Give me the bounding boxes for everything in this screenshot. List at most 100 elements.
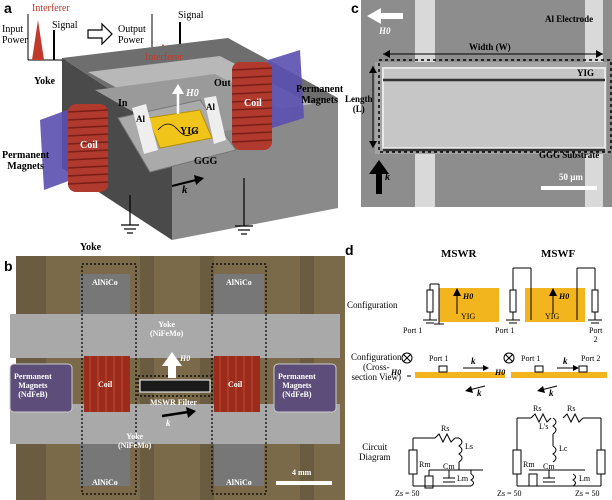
ls-mswr: Ls [465,442,473,451]
lm-mswf: Lm [579,474,591,483]
k-cs-mswf-1: k [563,356,568,366]
h0-cs-mswf: H0 [495,368,506,377]
length-label: Length(L) [345,94,373,114]
zs-mswf-right: Zs = 50 [575,489,600,498]
coil-label-left: Coil [80,140,98,151]
h0-arrow-b [168,364,176,378]
row-configuration: Configuration [347,300,398,310]
port1-cs-mswf: Port 1 [521,354,541,363]
ggg-substrate-label: GGG Substrate [539,150,600,160]
scale-bar-b [276,481,332,485]
filter-label: MSWR Filter [150,398,197,407]
al-label-right: Al [206,102,215,112]
zs-mswr: Zs = 50 [395,489,420,498]
width-box [378,59,612,153]
k-arrow-b [161,410,189,418]
k-cs-mswr-2: k [477,388,482,398]
right-magnet [268,50,304,128]
rm-mswf: Rm [523,460,535,469]
alnico-label-tr: AlNiCo [226,278,252,287]
al-electrode-label: Al Electrode [545,14,594,24]
k-cs-mswf-2: k [549,388,554,398]
cm-mswr: Cm [443,462,455,471]
coil-label-right: Coil [244,98,262,109]
rs-mswf-left: Rs [533,404,542,413]
panel-d-label: d [345,242,354,258]
h0-label-c: H0 [379,26,391,36]
port2-cs-mswf: Port 2 [581,354,601,363]
k-label-c: k [385,172,390,183]
k-label-b: k [166,418,171,428]
cm-mswf: Cm [543,462,555,471]
ls-prime-mswf: L's [539,422,549,431]
k-cs-mswr-1: k [471,356,476,366]
magnet-left [9,363,73,413]
interferer-label-input: Interferer [32,3,70,14]
lc-mswf: Lc [559,444,568,453]
h0-label-b: H0 [180,354,191,363]
h0-cs-mswr: H0 [391,368,402,377]
port-out-label: Out [214,78,231,89]
sem-image [361,0,612,207]
mswr-header: MSWR [441,248,477,260]
panel-c: c Al Electrode Width (W) Length(L) YIG G… [345,0,612,207]
panel-a: a [0,0,345,255]
panel-c-label: c [351,0,359,16]
yig-mswr [439,288,499,322]
yig-label-mswr: YIG [461,312,476,321]
left-coil [67,104,109,192]
rs-mswr: Rs [441,424,450,433]
h0-label-mswr: H0 [463,292,474,301]
port1-label-mswr: Port 1 [403,326,423,335]
alnico-bottom-right [214,436,264,486]
panel-b: b [0,256,345,500]
h0-arrow-c [381,13,403,19]
ground-right [235,178,253,235]
coil-label-b-right: Coil [228,380,243,389]
interferer-label-output: Interferer [145,52,183,63]
device-photo [9,256,345,500]
panel-b-label: b [4,258,13,274]
yig-label: YIG [180,126,199,137]
h0-label: H0 [186,88,199,99]
yig-label-mswf: YIG [545,312,560,321]
rs-mswf-right: Rs [567,404,576,413]
yoke-label-top: Yoke [34,76,56,87]
alnico-bottom-left [80,436,130,486]
row-cross-section: Configuration(Cross-section View) [351,352,402,382]
coil-label-b-left: Coil [98,380,113,389]
lm-mswr: Lm [457,474,469,483]
k-arrow-c [376,172,382,194]
port1-cs-mswr: Port 1 [429,354,449,363]
port1-label-mswf: Port 1 [495,326,515,335]
yoke-top [10,314,340,358]
al-electrode-right [204,96,226,144]
scale-label-c: 50 µm [559,172,583,182]
signal-label-output: Signal [178,10,204,21]
k-label: k [182,184,188,196]
yoke-label-bottom-b: Yoke(NiFeMo) [118,432,152,450]
scale-bar-c [541,186,597,190]
rm-mswr: Rm [419,460,431,469]
yoke-label-bottom: Yoke [80,242,102,253]
right-coil [231,62,273,150]
scale-label-b: 4 mm [292,468,312,477]
h0-label-mswf: H0 [559,292,570,301]
interferer-peak [32,20,44,60]
magnet-right [273,363,337,413]
panel-d: d MSWR MSWF Configuration Configuration(… [345,240,612,500]
yig-label-c: YIG [577,68,595,78]
alnico-label-br: AlNiCo [226,478,252,487]
device-schematic [27,14,338,240]
k-arrow [171,179,197,187]
transform-arrow [87,22,113,46]
port-in-label: In [118,98,128,109]
panel-a-label: a [4,0,12,16]
alnico-label-bl: AlNiCo [92,478,118,487]
